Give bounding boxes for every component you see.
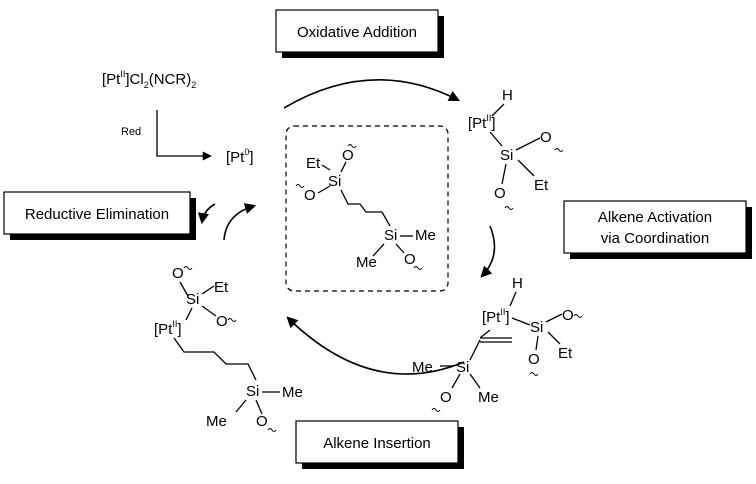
pt-alkene-complex: H [PtII] Si O Et O Si Me Me O xyxy=(412,275,583,412)
svg-text:Me: Me xyxy=(412,359,433,376)
svg-text:[PtII]Cl2(NCR)2: [PtII]Cl2(NCR)2 xyxy=(102,69,196,90)
oxidative-addition-label: Oxidative Addition xyxy=(297,24,417,41)
svg-text:Si: Si xyxy=(500,147,513,164)
svg-text:Me: Me xyxy=(206,413,227,430)
svg-text:Me: Me xyxy=(282,384,303,401)
svg-text:O: O xyxy=(216,313,228,330)
arrow-oxidative-addition xyxy=(283,79,460,109)
pt0-catalyst: [Pt0] xyxy=(226,147,254,166)
svg-text:[PtII]: [PtII] xyxy=(482,307,510,326)
svg-text:O: O xyxy=(562,307,574,324)
central-product-structure: Et O Si O Si Me Me O xyxy=(295,144,436,271)
svg-text:Et: Et xyxy=(534,177,549,194)
alkene-activation-label-line2: via Coordination xyxy=(601,230,709,247)
reduction-arrow xyxy=(156,110,212,161)
svg-text:O: O xyxy=(540,129,552,146)
arrow-alkene-insertion xyxy=(286,316,465,375)
svg-text:O: O xyxy=(528,351,540,368)
svg-text:Si: Si xyxy=(246,383,259,400)
svg-text:Me: Me xyxy=(356,254,377,271)
svg-text:O: O xyxy=(304,187,316,204)
svg-text:O: O xyxy=(404,251,416,268)
svg-text:O: O xyxy=(172,265,184,282)
svg-text:Si: Si xyxy=(328,173,341,190)
svg-text:[Pt0]: [Pt0] xyxy=(226,147,254,166)
arrow-product-release xyxy=(197,203,216,225)
alkene-activation-label-line1: Alkene Activation xyxy=(598,209,712,226)
arrow-alkene-coordination xyxy=(480,225,496,278)
alkene-activation-box: Alkene Activation via Coordination xyxy=(563,200,752,259)
svg-text:Si: Si xyxy=(384,227,397,244)
svg-text:H: H xyxy=(502,87,513,104)
svg-text:O: O xyxy=(256,413,268,430)
reduction-label: Red xyxy=(121,126,141,138)
alkene-insertion-box: Alkene Insertion xyxy=(295,420,464,469)
svg-text:O: O xyxy=(440,389,452,406)
pt-alkyl-silyl-complex: O Si Et O [PtII] Si Me Me O xyxy=(154,265,303,432)
svg-text:Me: Me xyxy=(415,227,436,244)
svg-text:Et: Et xyxy=(306,155,321,172)
svg-text:O: O xyxy=(494,185,506,202)
pt-hydride-silyl-complex: H [PtII] Si O Et O xyxy=(468,87,564,210)
alkene-insertion-label: Alkene Insertion xyxy=(323,435,431,452)
reductive-elimination-box: Reductive Elimination xyxy=(3,191,196,240)
svg-text:H: H xyxy=(512,275,523,292)
svg-text:[PtII]: [PtII] xyxy=(468,113,496,132)
product-dashed-box xyxy=(285,125,449,292)
svg-text:Me: Me xyxy=(478,389,499,406)
precatalyst-formula: [PtII]Cl2(NCR)2 xyxy=(102,69,196,90)
svg-text:Et: Et xyxy=(214,279,229,296)
svg-text:Si: Si xyxy=(530,319,543,336)
svg-text:[PtII]: [PtII] xyxy=(154,319,182,338)
svg-text:Si: Si xyxy=(186,291,199,308)
arrow-reductive-elimination xyxy=(223,203,257,241)
svg-text:O: O xyxy=(342,147,354,164)
svg-text:Si: Si xyxy=(456,359,469,376)
oxidative-addition-box: Oxidative Addition xyxy=(275,9,444,58)
svg-text:Et: Et xyxy=(558,345,573,362)
reductive-elimination-label: Reductive Elimination xyxy=(25,206,169,223)
